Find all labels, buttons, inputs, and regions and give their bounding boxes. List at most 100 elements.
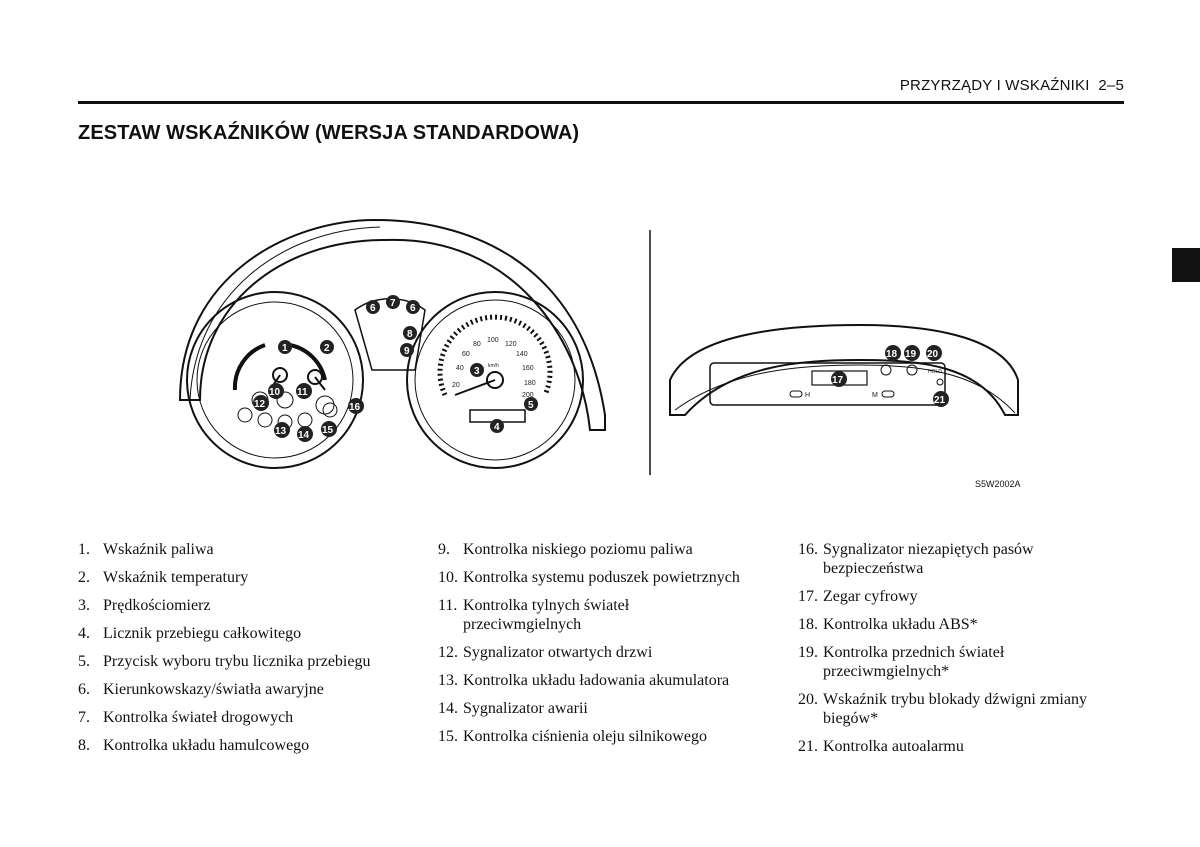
svg-text:13: 13 xyxy=(275,426,287,437)
legend-item: 19.Kontrolka przednich świateł przeciwmg… xyxy=(798,644,1005,680)
callout-12: 12 xyxy=(253,395,269,411)
legend-item: 4.Licznik przebiegu całkowitego xyxy=(78,625,302,642)
callout-6b: 6 xyxy=(406,300,420,314)
callout-5: 5 xyxy=(524,397,538,411)
page-title: ZESTAW WSKAŹNIKÓW (WERSJA STANDARDOWA) xyxy=(78,122,580,144)
svg-text:6: 6 xyxy=(370,303,376,314)
callout-16: 16 xyxy=(348,398,364,414)
svg-text:200: 200 xyxy=(522,392,534,399)
svg-text:5: 5 xyxy=(528,400,534,411)
svg-text:9: 9 xyxy=(404,346,410,357)
svg-text:19: 19 xyxy=(905,349,917,360)
left-gauge-ring xyxy=(186,291,364,469)
legend-item: 1.Wskaźnik paliwa xyxy=(78,541,214,558)
svg-text:14: 14 xyxy=(298,430,310,441)
callout-10: 10 xyxy=(268,383,284,399)
svg-text:8: 8 xyxy=(407,329,413,340)
speedometer-ring xyxy=(406,291,584,469)
instrument-cluster-figure: 20 40 60 80 100 120 140 160 180 200 km/h… xyxy=(178,218,1019,475)
svg-text:3: 3 xyxy=(474,366,480,377)
cluster-hood xyxy=(178,218,606,431)
callout-17: 17 xyxy=(831,371,847,387)
callout-6a: 6 xyxy=(366,300,380,314)
legend-item: 20.Wskaźnik trybu blokady dźwigni zmiany… xyxy=(798,691,1087,727)
clock-m-label: M xyxy=(872,392,878,399)
callout-14: 14 xyxy=(297,426,313,442)
clock-display-panel xyxy=(709,362,946,406)
legend-item: 9.Kontrolka niskiego poziomu paliwa xyxy=(438,541,693,558)
svg-text:160: 160 xyxy=(522,365,534,372)
callout-18: 18 xyxy=(885,345,901,361)
svg-text:15: 15 xyxy=(322,425,334,436)
svg-text:60: 60 xyxy=(462,351,470,358)
callout-8: 8 xyxy=(403,326,417,340)
figure-code: S5W2002A xyxy=(975,479,1021,489)
callouts: 1 2 3 4 5 6 6 7 8 9 10 11 12 13 14 15 16… xyxy=(253,295,949,442)
svg-text:21: 21 xyxy=(934,395,946,406)
svg-text:km/h: km/h xyxy=(488,363,499,369)
speedometer-scale: 20 40 60 80 100 120 140 160 180 200 km/h xyxy=(452,337,536,399)
legend-item: 6.Kierunkowskazy/światła awaryjne xyxy=(78,681,324,698)
legend-item: 7.Kontrolka świateł drogowych xyxy=(78,709,294,726)
svg-text:20: 20 xyxy=(927,349,939,360)
svg-text:4: 4 xyxy=(494,422,500,433)
clock-housing xyxy=(669,323,1019,416)
legend-item: 10.Kontrolka systemu poduszek powietrzny… xyxy=(438,569,740,586)
legend-item: 17.Zegar cyfrowy xyxy=(798,588,918,605)
svg-text:12: 12 xyxy=(254,399,266,410)
callout-21: 21 xyxy=(933,391,949,407)
legend-column-2: 9.Kontrolka niskiego poziomu paliwa 10.K… xyxy=(438,540,778,755)
running-header: PRZYRZĄDY I WSKAŹNIKI 2–5 xyxy=(900,77,1124,94)
legend-item: 15.Kontrolka ciśnienia oleju silnikowego xyxy=(438,728,707,745)
legend-item: 8.Kontrolka układu hamulcowego xyxy=(78,737,310,754)
callout-20: 20 xyxy=(926,345,942,361)
legend-item: 18.Kontrolka układu ABS* xyxy=(798,616,978,633)
page-number: 2–5 xyxy=(1098,77,1124,94)
legend-column-1: 1.Wskaźnik paliwa 2.Wskaźnik temperatury… xyxy=(78,540,418,764)
svg-text:120: 120 xyxy=(505,341,517,348)
svg-text:18: 18 xyxy=(886,349,898,360)
legend-item: 2.Wskaźnik temperatury xyxy=(78,569,249,586)
callout-1: 1 xyxy=(278,340,292,354)
svg-text:180: 180 xyxy=(524,380,536,387)
warning-light-panel xyxy=(354,298,426,371)
legend-item: 14.Sygnalizator awarii xyxy=(438,700,588,717)
callout-4: 4 xyxy=(490,419,504,433)
svg-text:40: 40 xyxy=(456,365,464,372)
svg-text:16: 16 xyxy=(349,402,361,413)
callout-19: 19 xyxy=(904,345,920,361)
header-rule xyxy=(78,101,1124,104)
callout-9: 9 xyxy=(400,343,414,357)
callout-15: 15 xyxy=(321,421,337,437)
svg-text:80: 80 xyxy=(473,341,481,348)
legend-item: 13.Kontrolka układu ładowania akumulator… xyxy=(438,672,730,689)
svg-text:100: 100 xyxy=(487,337,499,344)
svg-text:140: 140 xyxy=(516,351,528,358)
callout-3: 3 xyxy=(470,363,484,377)
clock-h-label: H xyxy=(805,392,810,399)
svg-text:7: 7 xyxy=(390,298,396,309)
svg-text:1: 1 xyxy=(282,343,288,354)
minute-button xyxy=(881,390,895,398)
svg-text:20: 20 xyxy=(452,382,460,389)
callout-11: 11 xyxy=(296,383,312,399)
legend-column-3: 16.Sygnalizator niezapiętych pasów bezpi… xyxy=(798,540,1138,765)
svg-text:11: 11 xyxy=(297,387,308,398)
callout-7: 7 xyxy=(386,295,400,309)
chapter-tab-marker xyxy=(1172,248,1200,282)
svg-text:10: 10 xyxy=(269,387,281,398)
legend-item: 5.Przycisk wyboru trybu licznika przebie… xyxy=(78,653,371,670)
section-name: PRZYRZĄDY I WSKAŹNIKI xyxy=(899,77,1090,94)
legend-item: 16.Sygnalizator niezapiętych pasów bezpi… xyxy=(798,541,1034,577)
legend-item: 21.Kontrolka autoalarmu xyxy=(798,738,964,755)
hour-button xyxy=(789,390,803,398)
legend-item: 3.Prędkościomierz xyxy=(78,597,211,614)
svg-text:2: 2 xyxy=(324,343,330,354)
svg-text:6: 6 xyxy=(410,303,416,314)
callout-13: 13 xyxy=(274,422,290,438)
clock-hold-label: HOLD xyxy=(928,369,942,375)
callout-2: 2 xyxy=(320,340,334,354)
legend-item: 11.Kontrolka tylnych świateł przeciwmgie… xyxy=(438,597,630,633)
legend-item: 12.Sygnalizator otwartych drzwi xyxy=(438,644,653,661)
svg-text:17: 17 xyxy=(832,375,844,386)
